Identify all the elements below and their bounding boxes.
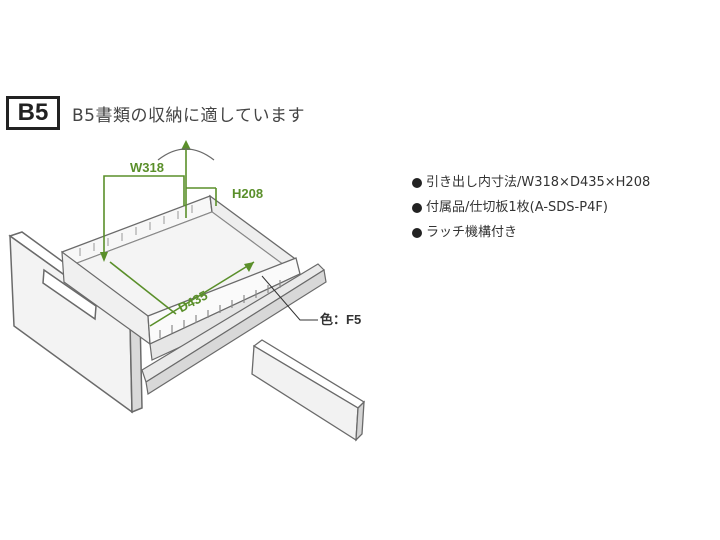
list-item: 付属品/仕切板1枚(A-SDS-P4F) — [412, 199, 650, 217]
pull-arc-icon — [157, 148, 215, 161]
handle-slot — [42, 268, 97, 321]
drawer-diagram: W318 H208 D435 色：F5 — [8, 140, 366, 442]
height-label: H208 — [232, 186, 263, 201]
headline: B5書類の収納に適しています — [72, 106, 305, 126]
color-leader-line — [261, 275, 318, 321]
divider-panel — [251, 339, 366, 442]
bullet-icon — [412, 178, 422, 188]
spec-inner-dimensions: 引き出し内寸法/W318×D435×H208 — [426, 175, 651, 190]
spec-accessory: 付属品/仕切板1枚(A-SDS-P4F) — [426, 200, 608, 215]
depth-dimension-line — [109, 261, 177, 315]
spec-list: 引き出し内寸法/W318×D435×H208 付属品/仕切板1枚(A-SDS-P… — [412, 174, 650, 249]
width-label: W318 — [130, 160, 164, 175]
header: B5 B5書類の収納に適しています — [0, 96, 720, 136]
bullet-icon — [412, 228, 422, 238]
size-badge: B5 — [6, 96, 60, 130]
list-item: ラッチ機構付き — [412, 224, 650, 242]
color-label: 色：F5 — [320, 312, 361, 327]
width-dimension-line — [103, 175, 185, 256]
drawer-box — [61, 194, 327, 395]
bullet-icon — [412, 203, 422, 213]
dimension-lines — [100, 140, 255, 327]
list-item: 引き出し内寸法/W318×D435×H208 — [412, 174, 650, 192]
spec-latch: ラッチ機構付き — [426, 225, 518, 240]
